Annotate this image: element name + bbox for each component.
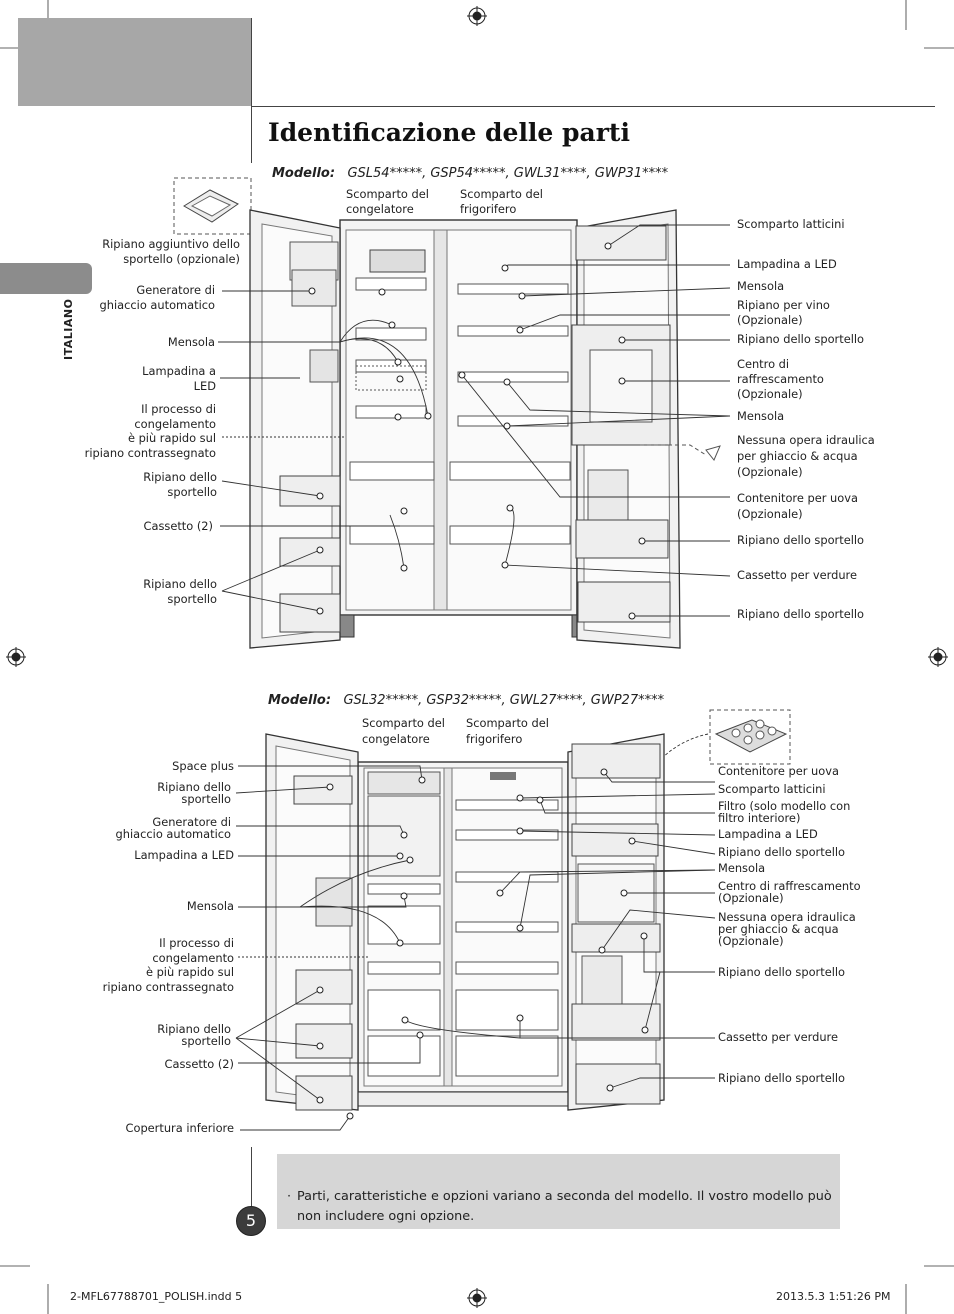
header-gray-block <box>18 18 251 106</box>
label-dairy-compartment: Scomparto latticini <box>718 782 826 796</box>
label-egg-tray: Contenitore per uova(Opzionale) <box>737 491 858 521</box>
label-vegetable-drawer: Cassetto per verdure <box>737 568 857 582</box>
label-door-shelf: Ripiano dello sportello <box>718 965 846 979</box>
label-door-shelf: Ripiano dello sportello <box>737 607 865 621</box>
fridge-illustration-2 <box>235 709 791 1131</box>
label-shelf: Mensola <box>737 279 785 293</box>
label-door-shelf: Ripiano dello sportello <box>718 845 846 859</box>
footer-vertical-rule <box>251 1147 252 1227</box>
note-text: · Parti, caratteristiche e opzioni varia… <box>287 1189 832 1224</box>
footer-filename: 2-MFL67788701_POLISH.indd 5 <box>70 1290 243 1303</box>
label-led-lamp: Lampadina a LED <box>134 848 234 862</box>
label-led-lamp: Lampadina a LED <box>737 257 837 271</box>
language-tab <box>0 263 92 294</box>
header-rule <box>251 106 935 107</box>
note-box <box>277 1154 840 1229</box>
label-vegetable-drawer: Cassetto per verdure <box>718 1030 838 1044</box>
label-door-shelf: Ripiano dello sportello <box>718 1071 846 1085</box>
fridge-illustration-1 <box>173 177 731 649</box>
label-shelf: Mensola <box>186 899 234 913</box>
label-space-plus: Space plus <box>172 759 234 773</box>
model2-heading: Modello: GSL32*****, GSP32*****, GWL27**… <box>268 693 665 708</box>
label-cooling-center: Centro di raffrescamento(Opzionale) <box>718 879 861 905</box>
label-drawer: Cassetto (2) <box>164 1057 234 1071</box>
label-shelf: Mensola <box>718 861 766 875</box>
page-number: 5 <box>236 1206 266 1236</box>
registration-mark-top <box>467 6 487 26</box>
label-door-shelf: Ripiano dello sportello <box>737 332 865 346</box>
registration-mark-left <box>6 647 26 667</box>
registration-mark-bottom <box>467 1288 487 1308</box>
page-title: Identificazione delle parti <box>268 118 630 147</box>
label-shelf: Mensola <box>167 335 215 349</box>
label-egg-tray: Contenitore per uova <box>718 764 839 778</box>
registration-mark-right <box>928 647 948 667</box>
header-vertical-rule <box>251 18 252 163</box>
label-led-lamp: Lampadina a LED <box>718 827 818 841</box>
label-shelf: Mensola <box>737 409 785 423</box>
footer-timestamp: 2013.5.3 1:51:26 PM <box>776 1290 891 1303</box>
label-dairy-compartment: Scomparto latticini <box>737 217 845 231</box>
label-door-shelf: Ripiano dello sportello <box>737 533 865 547</box>
model1-heading: Modello: GSL54*****, GSP54*****, GWL31**… <box>272 166 669 181</box>
label-drawer: Cassetto (2) <box>143 519 213 533</box>
label-wine-rack: Ripiano per vino(Opzionale) <box>737 298 830 327</box>
label-bottom-cover: Copertura inferiore <box>125 1121 234 1135</box>
